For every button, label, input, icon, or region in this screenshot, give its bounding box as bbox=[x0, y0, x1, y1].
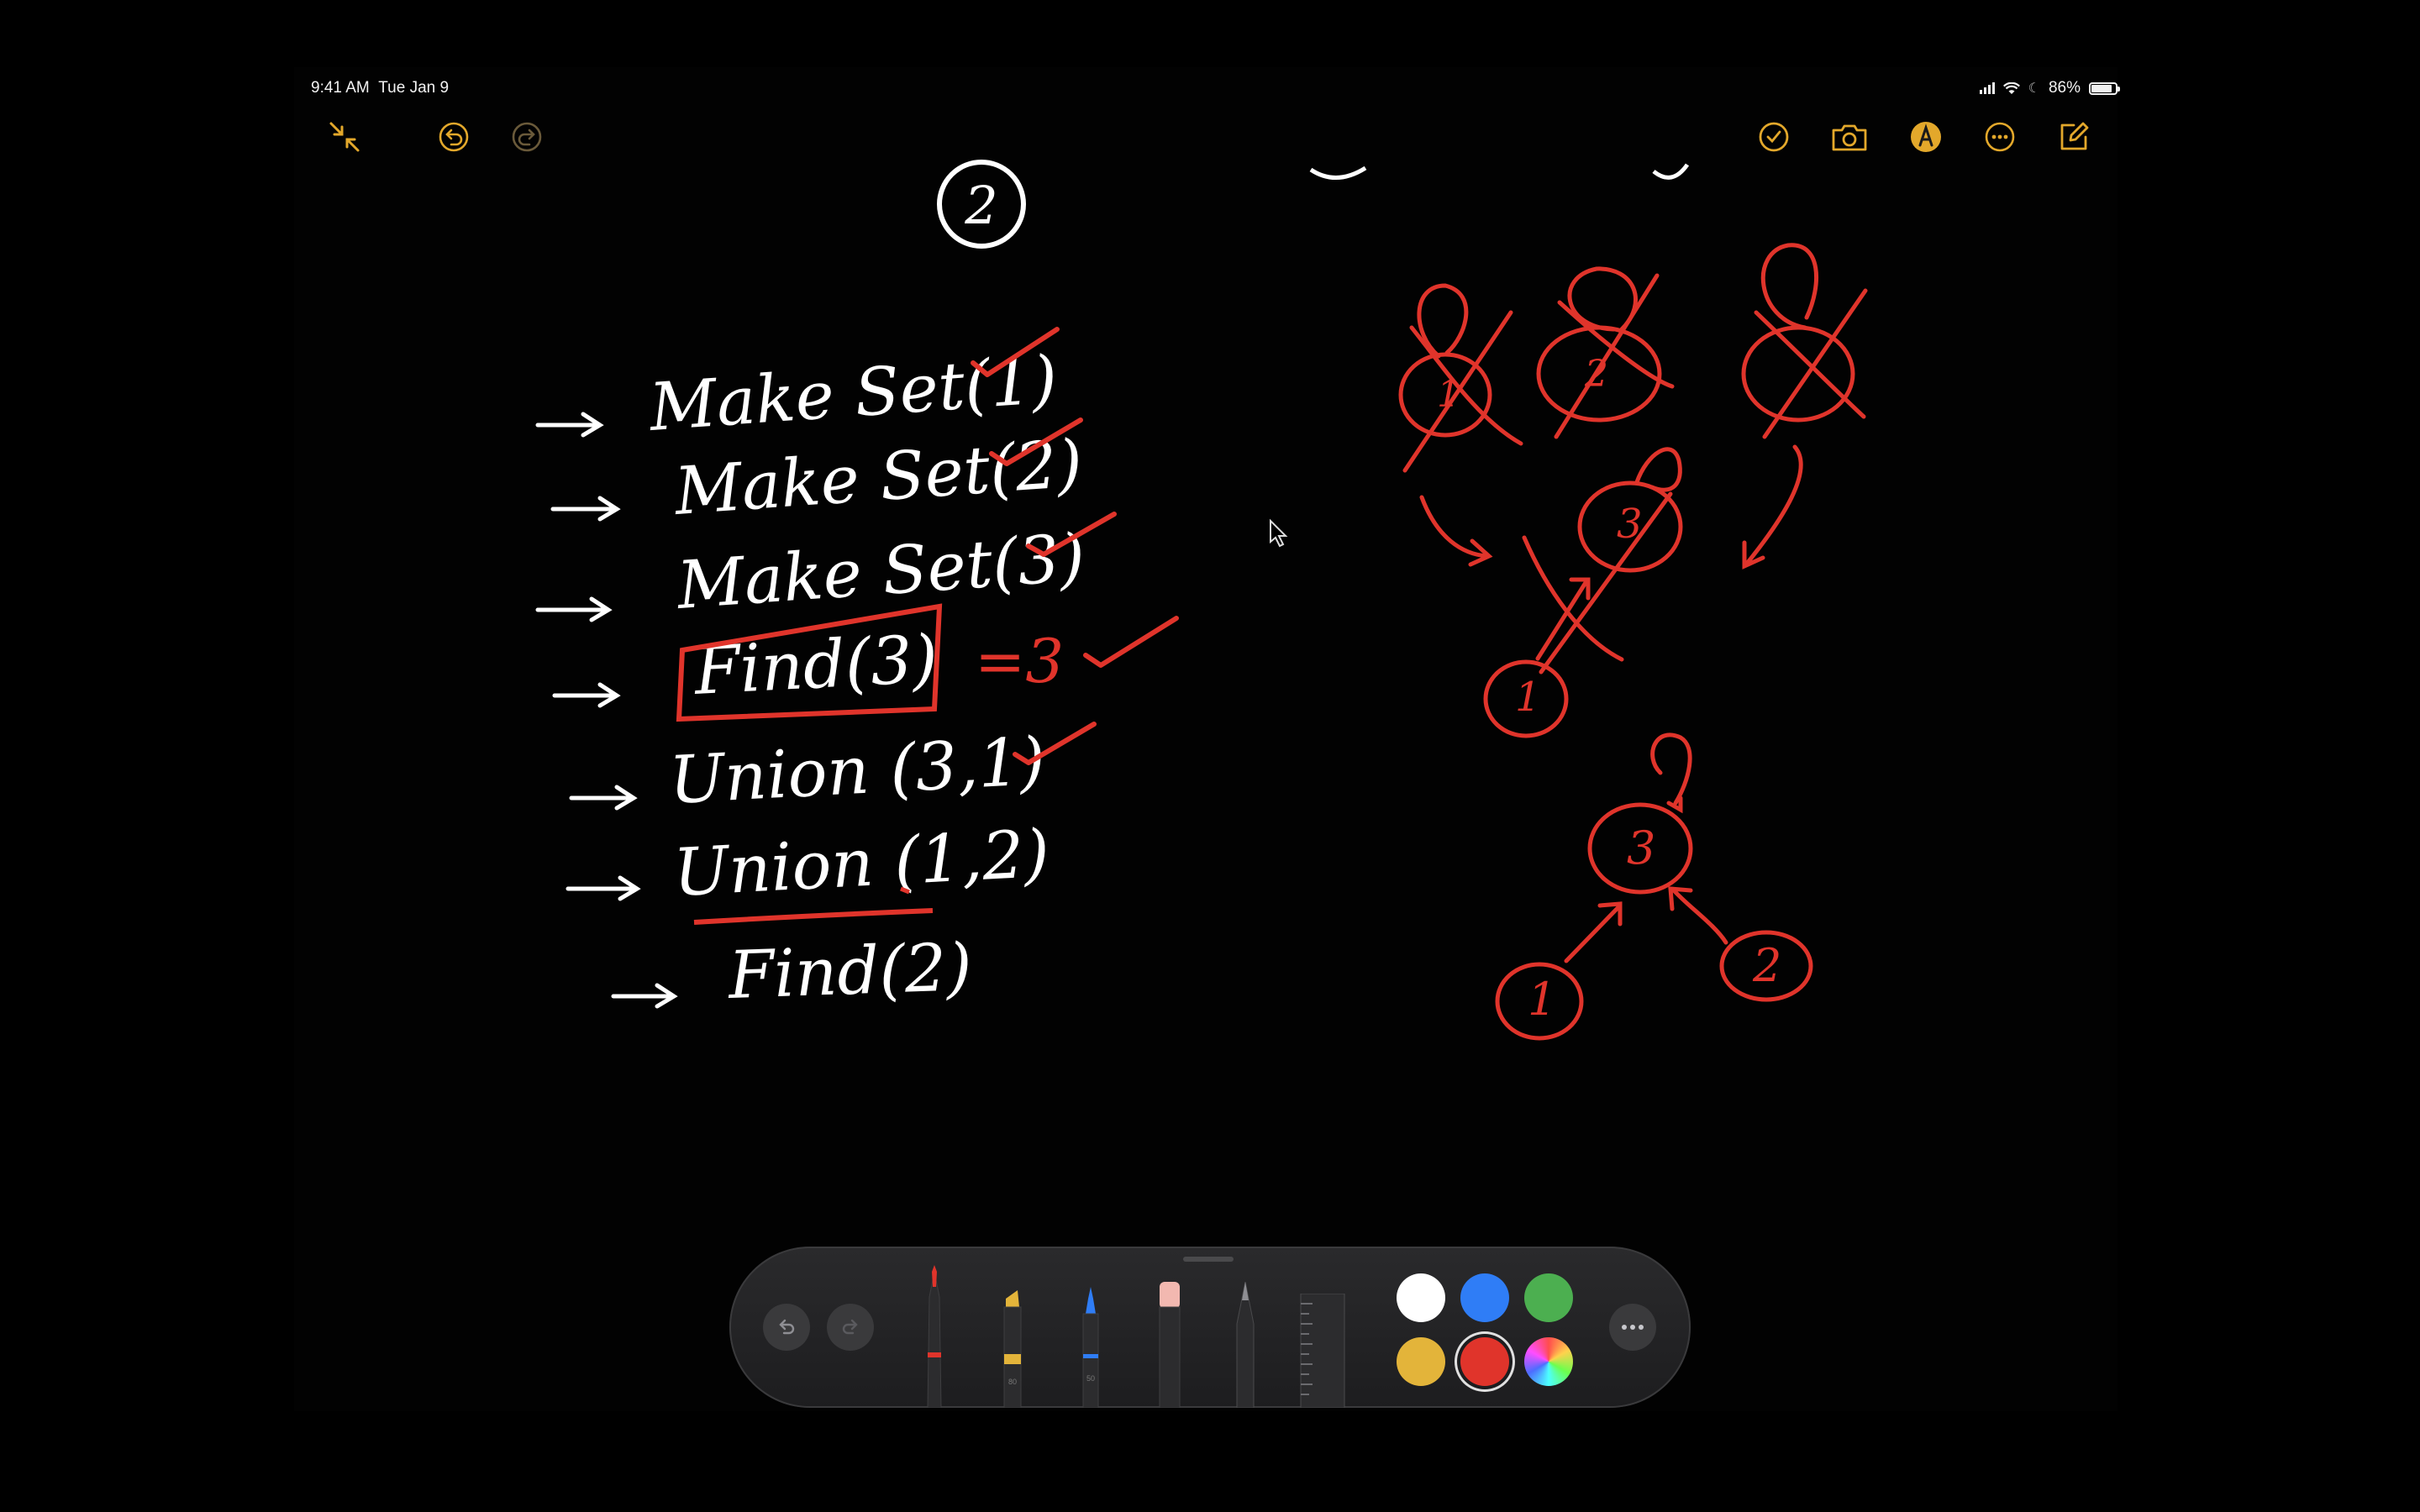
section-number-circle bbox=[937, 160, 1026, 249]
step-find-2: Find(2) bbox=[726, 930, 974, 1014]
battery-percent: 86% bbox=[2048, 79, 2081, 97]
color-swatch-blue[interactable] bbox=[1460, 1273, 1509, 1322]
pen-tool[interactable] bbox=[914, 1265, 955, 1408]
drawing-palette: 80 50 bbox=[729, 1247, 1691, 1408]
union-1-2-underline bbox=[693, 908, 934, 925]
final-tree-diagram bbox=[1495, 732, 1813, 1041]
marker-tool[interactable]: 50 bbox=[1071, 1287, 1111, 1408]
status-time-date: 9:41 AM Tue Jan 9 bbox=[311, 79, 449, 97]
more-dots-icon bbox=[1622, 1325, 1644, 1330]
mouse-cursor-icon bbox=[1270, 518, 1288, 548]
set-node-label: 2 bbox=[1584, 353, 1608, 396]
color-swatch-white[interactable] bbox=[1397, 1273, 1445, 1322]
moon-icon: ☾ bbox=[2028, 81, 2040, 96]
set-node-label: 1 bbox=[1437, 373, 1460, 416]
initial-set-labels: 2 1 bbox=[1437, 353, 1608, 416]
find-3-highlight-box bbox=[676, 603, 943, 722]
undo-icon[interactable] bbox=[435, 118, 472, 155]
section-number: 2 bbox=[964, 175, 997, 236]
tree-node-3: 3 bbox=[1617, 501, 1643, 548]
partial-ink-mark bbox=[1652, 163, 1690, 180]
union-3-1-diagram bbox=[1483, 447, 1683, 738]
final-child-1: 1 bbox=[1528, 973, 1556, 1026]
markup-pen-icon[interactable] bbox=[1907, 118, 1944, 155]
palette-more-button[interactable] bbox=[1609, 1304, 1656, 1351]
final-tree-labels: 3 1 2 bbox=[1528, 822, 1781, 1026]
step-make-set-3: Make Set(3) bbox=[673, 520, 1087, 624]
initial-sets-diagram bbox=[1398, 243, 1868, 570]
ruler-tool[interactable] bbox=[1297, 1294, 1348, 1408]
color-swatch-yellow[interactable] bbox=[1397, 1337, 1445, 1386]
partial-ink-mark bbox=[1309, 165, 1367, 180]
collapse-arrows-icon[interactable] bbox=[326, 118, 363, 155]
red-checkmarks bbox=[971, 327, 1179, 765]
step-make-set-1: Make Set(1) bbox=[645, 342, 1060, 446]
camera-icon[interactable] bbox=[1828, 118, 1870, 155]
union-1-2-comma-mark bbox=[900, 886, 910, 895]
step-arrows bbox=[535, 412, 678, 1009]
color-picker-spectrum[interactable] bbox=[1524, 1337, 1573, 1386]
palette-undo-button[interactable] bbox=[763, 1304, 810, 1351]
palette-redo-button[interactable] bbox=[827, 1304, 874, 1351]
color-swatch-red[interactable] bbox=[1460, 1337, 1509, 1386]
cellular-signal-icon bbox=[1979, 82, 1995, 94]
step-union-3-1: Union (3,1) bbox=[667, 724, 1047, 819]
tree-node-1: 1 bbox=[1515, 674, 1541, 721]
status-time: 9:41 AM bbox=[311, 79, 370, 97]
status-date: Tue Jan 9 bbox=[378, 79, 450, 97]
color-swatch-green[interactable] bbox=[1524, 1273, 1573, 1322]
redo-icon[interactable] bbox=[508, 118, 545, 155]
final-root-3: 3 bbox=[1627, 822, 1655, 874]
battery-icon bbox=[2089, 81, 2120, 95]
palette-grip-handle[interactable] bbox=[1183, 1257, 1234, 1262]
highlighter-size-label: 80 bbox=[1008, 1378, 1017, 1386]
highlighter-tool[interactable]: 80 bbox=[992, 1290, 1033, 1408]
status-bar: 9:41 AM Tue Jan 9 ☾ 86% bbox=[311, 77, 2120, 101]
compose-icon[interactable] bbox=[2055, 118, 2092, 155]
pencil-tool[interactable] bbox=[1225, 1282, 1265, 1408]
step-union-1-2: Union (1,2) bbox=[671, 816, 1051, 911]
more-icon[interactable] bbox=[1981, 118, 2018, 155]
status-indicators: ☾ 86% bbox=[1979, 79, 2120, 97]
step-find-3: Find(3) bbox=[691, 622, 939, 710]
marker-size-label: 50 bbox=[1086, 1374, 1095, 1383]
union-3-1-labels: 3 1 bbox=[1515, 501, 1643, 721]
checklist-icon[interactable] bbox=[1755, 118, 1792, 155]
step-make-set-2: Make Set(2) bbox=[671, 426, 1085, 530]
find-3-result: =3 bbox=[975, 626, 1064, 696]
wifi-icon bbox=[2002, 81, 2020, 94]
eraser-tool[interactable] bbox=[1150, 1282, 1190, 1408]
notes-toolbar bbox=[311, 113, 2118, 160]
final-child-2: 2 bbox=[1752, 939, 1781, 992]
